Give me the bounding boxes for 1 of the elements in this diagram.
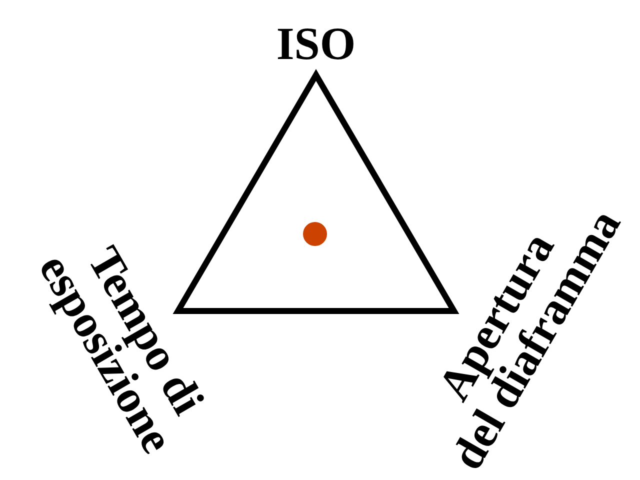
vertex-label: ISO bbox=[276, 21, 356, 67]
